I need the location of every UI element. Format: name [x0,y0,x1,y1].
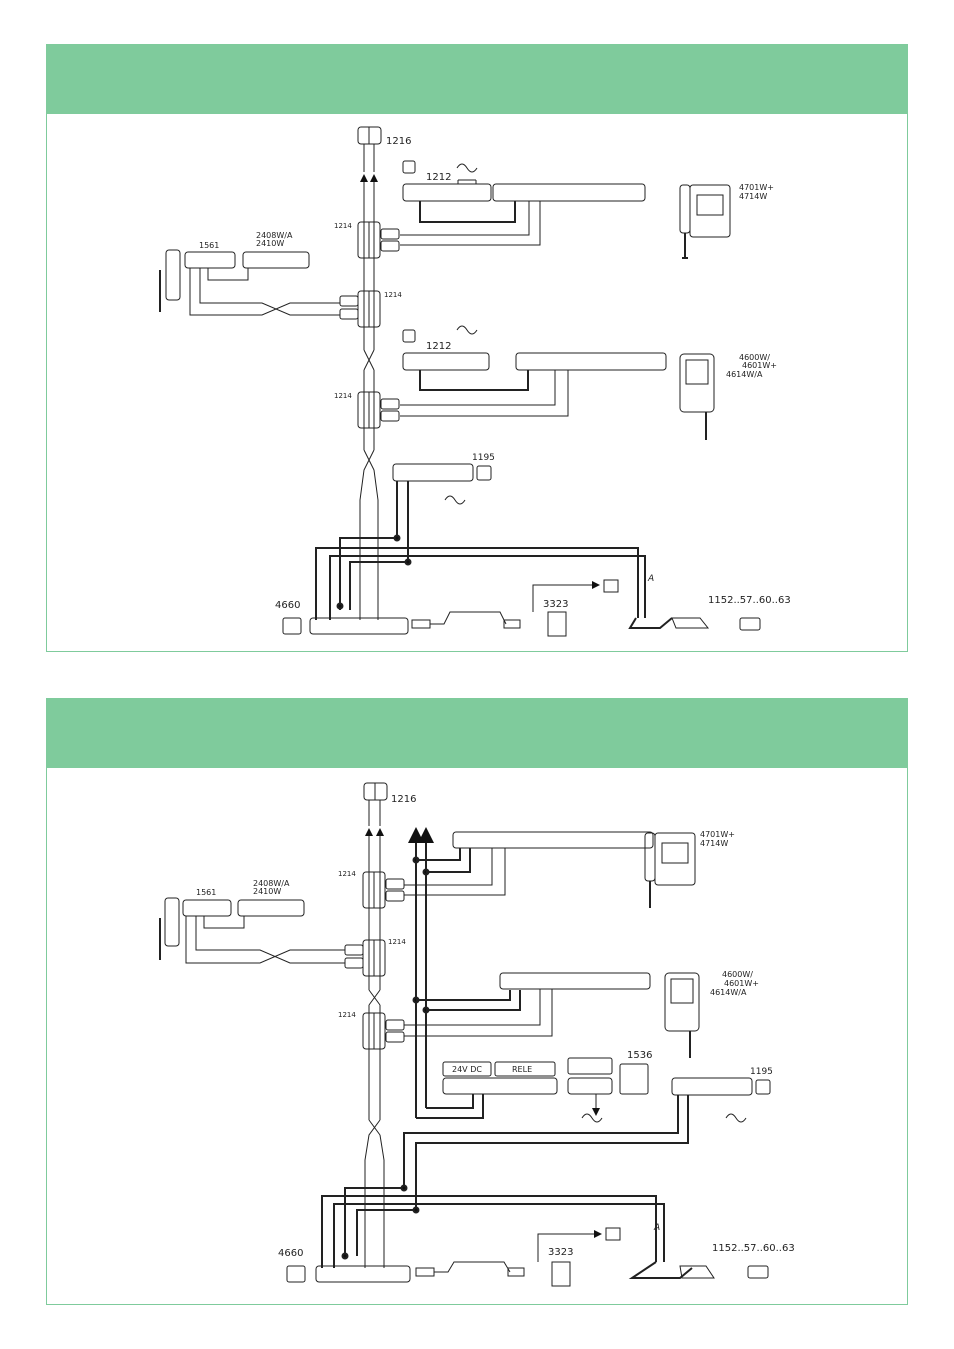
label-3323: 3323 [543,599,568,610]
panel-2-header [47,699,907,768]
label-1214-a: 1214 [334,222,352,230]
label-lock-2: 1152..57..60..63 [712,1243,795,1254]
label-1214-2a: 1214 [338,870,356,878]
label-wire-a-2: A [653,1223,660,1233]
panel-1-header [47,45,907,114]
label-4714w-2: 4714W [700,839,728,848]
distributor-b [339,290,381,328]
label-1536: 1536 [627,1050,652,1061]
transformer-1195-2 [671,1077,771,1123]
label-2408w-2: 2408W/A [253,879,290,888]
label-4600w-2: 4600W/ [722,970,753,979]
label-1561-2: 1561 [196,888,216,897]
monitor-4600-2 [664,972,700,1058]
amplifier-a [400,160,646,246]
label-4614w: 4614W/A [726,370,763,379]
entry-panel-4660-2 [286,1227,769,1287]
label-wire-a: A [647,574,654,584]
label-4660: 4660 [275,600,300,611]
distributor-c [357,391,400,429]
distributor-a [357,221,400,259]
amp-2b [404,972,651,1037]
label-rele: RELE [512,1065,532,1074]
wiring-panel-1 [46,44,908,652]
label-4601w: 4601W+ [742,361,777,370]
monitor-4600 [679,353,715,440]
relay-module [416,1057,649,1123]
transformer-1195 [392,463,492,505]
label-1214-c: 1214 [334,392,352,400]
entry-panel-4660 [282,579,761,637]
label-4600w: 4600W/ [739,353,770,362]
monitor-4701-2 [644,832,696,908]
amp-2a [404,831,654,896]
label-4601w-2: 4601W+ [724,979,759,988]
monitor-4701 [679,184,731,259]
label-1214-b: 1214 [384,291,402,299]
label-1214-2b: 1214 [388,938,406,946]
label-4614w-2: 4614W/A [710,988,747,997]
label-2410w: 2410W [256,239,284,248]
diagram-2-labels: 1216 1214 1214 1214 1561 2408W/A 2410W 4… [196,794,795,1259]
distributor-2b [344,939,386,977]
label-2408w: 2408W/A [256,231,293,240]
label-4714w: 4714W [739,192,767,201]
diagram-1 [159,126,761,637]
handset-1561 [159,249,340,316]
label-1212-a: 1212 [426,172,451,183]
label-4701w-2: 4701W+ [700,830,735,839]
power-supply-1216-2 [363,782,388,842]
riser-bus-2 [364,842,385,1268]
distributor-2a [362,871,405,909]
label-24v-dc: 24V DC [452,1065,482,1074]
riser-bus-1 [359,190,379,620]
label-1212-b: 1212 [426,341,451,352]
label-1195: 1195 [472,453,495,463]
label-lock: 1152..57..60..63 [708,595,791,606]
label-1214-2c: 1214 [338,1011,356,1019]
power-supply-1216 [357,126,382,190]
label-1216: 1216 [386,136,411,147]
amplifier-b [400,325,667,417]
diagram-1-labels: 1216 1212 1212 1214 1214 1214 1561 2408W… [199,136,791,611]
diagram-2 [159,782,771,1287]
label-4660-2: 4660 [278,1248,303,1259]
label-4701w: 4701W+ [739,183,774,192]
panel-wiring-1 [315,481,673,629]
label-1195-2: 1195 [750,1067,773,1077]
panel-wiring-2 [321,1095,693,1279]
label-3323-2: 3323 [548,1247,573,1258]
handset-1561-2 [159,897,345,964]
distributor-2c [362,1012,405,1050]
label-2410w-2: 2410W [253,887,281,896]
supply-riser [408,827,521,1118]
label-1216-2: 1216 [391,794,416,805]
label-1561: 1561 [199,241,219,250]
